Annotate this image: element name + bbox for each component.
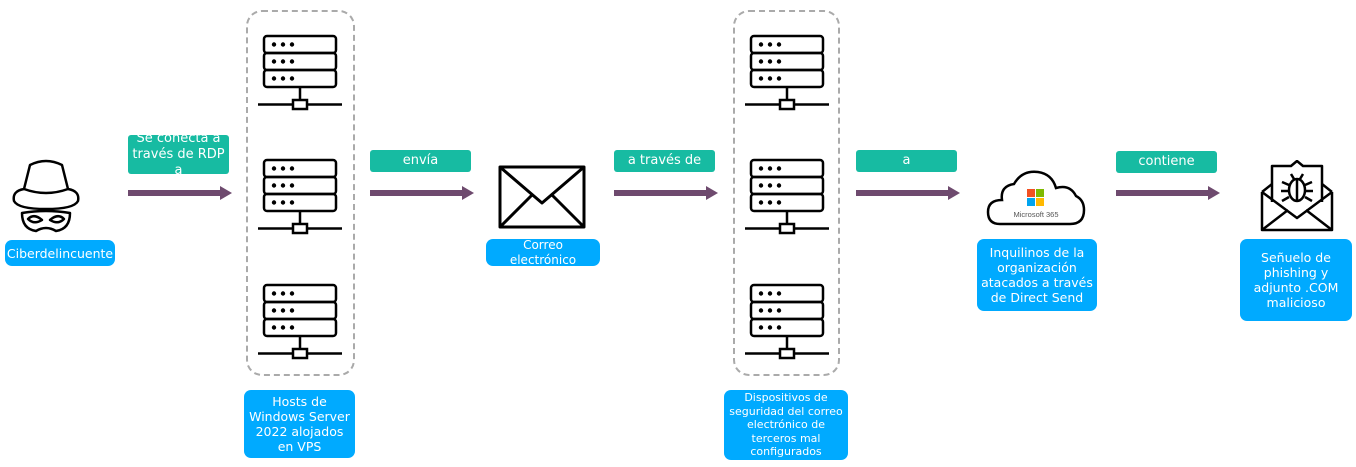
edge-label-via: a través de: [614, 150, 715, 172]
hosts-group: [246, 10, 355, 376]
server-icon: [745, 34, 829, 114]
server-icon: [745, 158, 829, 238]
arrow-sends: [370, 186, 474, 200]
email-node: Correo electrónico: [486, 238, 600, 267]
microsoft-365-cloud-icon: Microsoft 365: [986, 170, 1086, 226]
edge-label-connects: Se conecta a través de RDP a: [128, 131, 229, 178]
security-devices-node: Dispositivos de seguridad del correo ele…: [724, 390, 848, 460]
hacker-icon: [12, 159, 80, 233]
arrow-connects: [128, 186, 232, 200]
hosts-node: Hosts de Windows Server 2022 alojados en…: [244, 390, 355, 458]
arrow-to: [856, 186, 960, 200]
edge-label-contains: contiene: [1116, 151, 1217, 173]
server-icon: [258, 158, 342, 238]
arrow-contains: [1116, 186, 1220, 200]
lure-node: Señuelo de phishing y adjunto .COM malic…: [1240, 239, 1352, 321]
envelope-icon: [498, 165, 586, 229]
security-devices-group: [733, 10, 840, 376]
tenants-node: Inquilinos de la organización atacados a…: [977, 239, 1097, 311]
arrow-via: [614, 186, 718, 200]
server-icon: [258, 34, 342, 114]
edge-label-to: a: [856, 150, 957, 172]
microsoft-365-logo-text: Microsoft 365: [1013, 210, 1058, 219]
server-icon: [745, 283, 829, 363]
server-icon: [258, 283, 342, 363]
malicious-email-bug-icon: [1260, 160, 1334, 232]
edge-label-sends: envía: [370, 150, 471, 172]
attacker-node: Ciberdelincuente: [5, 240, 115, 266]
